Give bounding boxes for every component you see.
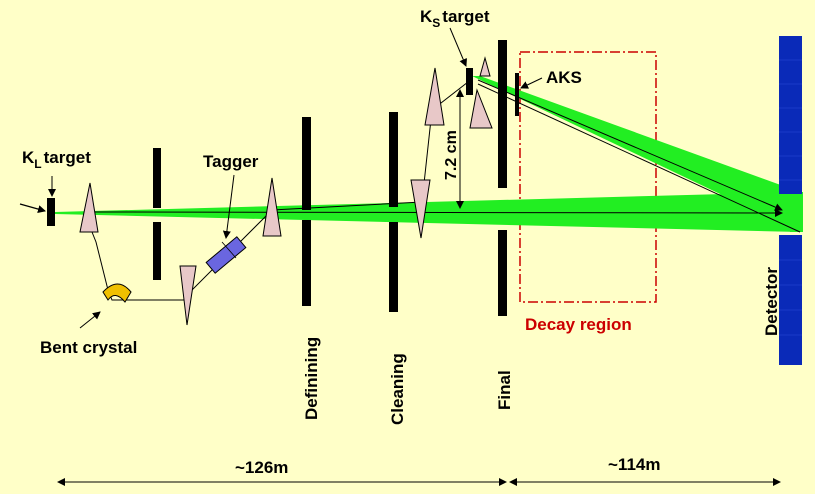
collimator-1-top [153,148,161,208]
detector-label: Detector [762,267,781,336]
tagger-label: Tagger [203,152,259,171]
distance-label-2: ~114m [608,455,660,474]
ks-ray-2 [477,83,801,233]
collimator-1-bottom [153,222,161,280]
kl-ray [89,208,783,217]
cleaning-label: Cleaning [388,353,407,425]
bent-crystal-label: Bent crystal [40,338,137,357]
collimator-defining-top [302,117,311,210]
detector-upper [779,36,802,194]
decay-region-label: Decay region [525,315,632,334]
distance-label-1: ~126m [235,458,288,477]
magnet-4 [410,179,431,239]
collimator-defining-bottom [302,220,311,306]
aks-label: AKS [546,68,582,87]
incoming-beam-arrow [19,203,46,213]
proton-path [87,81,469,301]
tagger-pointer [222,174,235,239]
tagger-device [205,236,247,274]
magnet-6 [479,56,491,77]
bent-crystal [102,283,132,303]
aks-pointer [520,77,543,89]
ks-beam [472,76,800,232]
bent-crystal-pointer [79,311,101,329]
collimator-final-top [498,40,507,188]
magnet-7 [469,88,493,129]
detector-lower [779,235,802,365]
defining-label: Definining [302,337,321,420]
kl-target [47,198,55,226]
magnet-2 [179,265,197,326]
ks-ray-1 [477,79,783,211]
magnet-1 [79,182,99,233]
magnet-5 [424,67,445,126]
final-label: Final [495,370,514,410]
aks-counter [515,73,519,116]
magnet-3 [262,177,282,237]
ks-beam-tip [780,192,803,232]
collimator-final-bottom [498,230,507,316]
separation-label: 7.2 cm [443,130,460,180]
ks-target-pointer [449,27,467,67]
decay-region-box [519,51,657,303]
ks-target [466,68,473,95]
collimator-cleaning-bottom [389,222,398,312]
collimator-cleaning-top [389,112,398,207]
